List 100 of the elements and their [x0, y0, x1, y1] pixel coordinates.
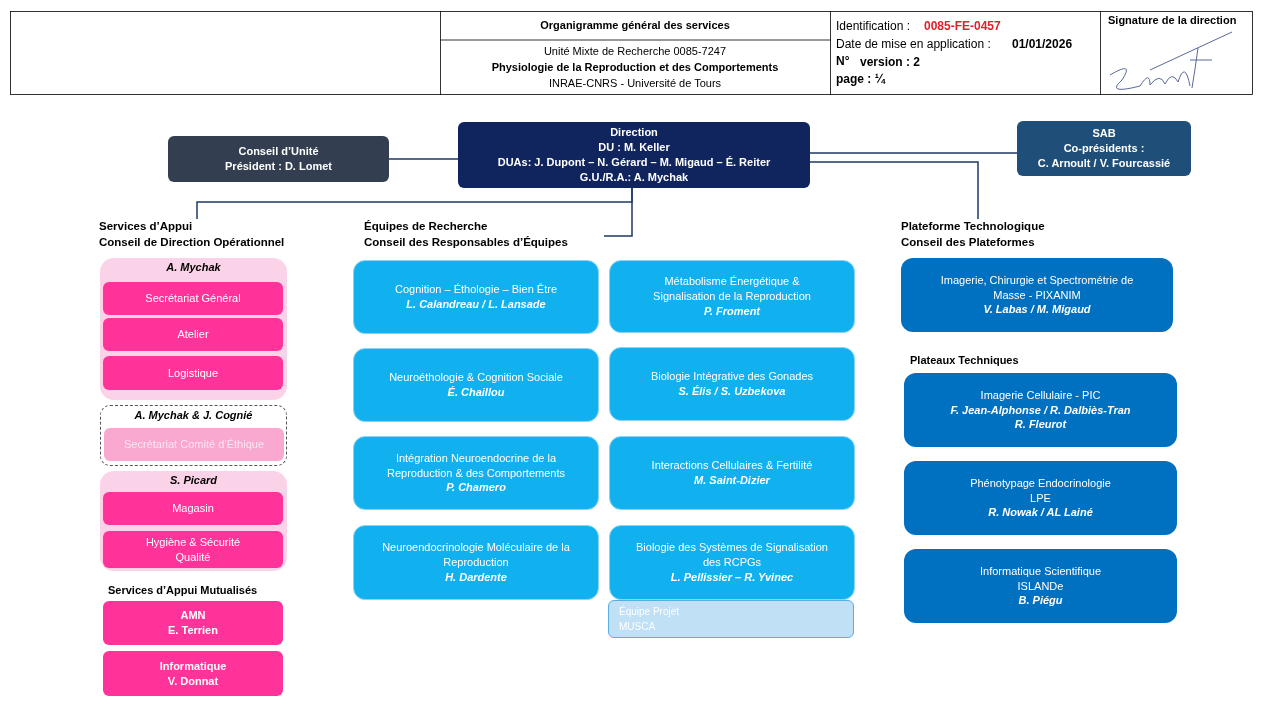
connector-line [809, 152, 1018, 154]
box-text: DU : M. Keller [598, 140, 670, 155]
person-name: F. Jean-Alphonse / R. Dalbiès-Tran [950, 402, 1131, 418]
box-title: Atelier [177, 327, 209, 342]
council-box [168, 136, 389, 182]
platform-box [904, 461, 1177, 535]
box-title: Informatique [159, 658, 227, 674]
box-title: Intégration Neuroendocrine de la Reproduction & des Comportements [386, 450, 566, 481]
section-heading: Conseil des Plateformes [901, 234, 1035, 250]
project-box [608, 600, 854, 638]
platform-box [901, 258, 1173, 332]
date: 01/01/2026 [1012, 37, 1073, 51]
person-name: B. Piégu [1018, 593, 1063, 609]
team-box [353, 260, 599, 334]
team-box [609, 347, 855, 421]
unit-name: Unité Mixte de Recherche 0085-7247 [542, 45, 728, 57]
institutions: INRAE-CNRS - Université de Tours [547, 77, 723, 89]
person-name: É. Chaillou [447, 385, 505, 400]
section-heading: Conseil de Direction Opérationnel [99, 234, 285, 250]
connector-line [603, 187, 633, 237]
field-label: Date de mise en application : [836, 37, 991, 51]
box-title: Informatique Scientifique [979, 563, 1102, 579]
person-name: V. Labas / M. Migaud [983, 302, 1091, 318]
person-name: P. Froment [704, 303, 760, 319]
box-title: Hygiène & Sécurité Qualité [144, 534, 242, 565]
box-title: Logistique [167, 365, 219, 381]
box-text: G.U./R.A.: A. Mychak [579, 169, 689, 185]
box-title: Interactions Cellulaires & Fertilité [651, 458, 813, 473]
service-box [103, 318, 283, 351]
box-text: ISLANDe [1017, 578, 1064, 594]
box-title: SAB [1092, 126, 1116, 142]
box-title: Secrétariat Général [145, 291, 241, 306]
box-title: Imagerie, Chirurgie et Spectrométrie de Masse - PIXANIM [939, 272, 1135, 303]
field-label: Signature de la direction [1108, 14, 1238, 26]
platform-box [904, 373, 1177, 447]
box-title: Métabolisme Énergétique & Signalisation de la Reproduction [652, 274, 812, 304]
identifier: 0085-FE-0457 [924, 19, 1001, 33]
box-title: Biologie des Systèmes de Signalisation des RCPGs [635, 540, 829, 570]
box-text: Co-présidents : [1063, 141, 1145, 156]
team-box [609, 436, 855, 510]
box-title: Imagerie Cellulaire - PIC [980, 387, 1101, 403]
box-title: Magasin [172, 501, 214, 516]
person-name: L. Calandreau / L. Lansade [406, 297, 546, 312]
group-panel [100, 258, 287, 400]
person-name: R. Fleurot [1014, 417, 1067, 433]
group-leader: S. Picard [169, 473, 218, 488]
document-title: Organigramme général des services [539, 19, 731, 31]
person-name: R. Nowak / AL Lainé [988, 505, 1093, 521]
box-title: Équipe Projet MUSCA [619, 604, 681, 634]
field-label: N° [836, 54, 850, 68]
direction-box [458, 122, 810, 188]
section-heading: Conseil des Responsables d’Équipes [364, 234, 568, 250]
version: version : 2 [860, 55, 921, 69]
connector-line [809, 161, 979, 220]
section-heading: Plateforme Technologique [901, 219, 1045, 234]
section-heading: Équipes de Recherche [364, 219, 488, 234]
box-text: DUAs: J. Dupont – N. Gérard – M. Migaud – É. Reiter [497, 155, 771, 170]
platform-box [904, 549, 1177, 623]
service-box [103, 492, 283, 525]
lab-name: Physiologie de la Reproduction et des Comportements [490, 61, 780, 73]
box-title: Secrétariat Comité d’Éthique [124, 437, 264, 452]
box-title: Neuroéthologie & Cognition Sociale [389, 370, 563, 385]
box-title: Cognition – Éthologie – Bien Être [394, 282, 558, 297]
team-box [353, 348, 599, 422]
group-leader: A. Mychak & J. Cognié [134, 408, 253, 423]
connector-line [388, 158, 459, 160]
box-title: Phénotypage Endocrinologie [970, 475, 1111, 491]
service-box [103, 356, 283, 390]
person-name: M. Saint-Dizier [694, 473, 770, 488]
service-box [103, 531, 283, 568]
group-panel [100, 471, 287, 571]
service-box [104, 428, 284, 461]
person-name: P. Chamero [446, 480, 506, 496]
box-title: Biologie Intégrative des Gonades [650, 369, 814, 384]
person-name: H. Dardente [445, 569, 507, 585]
box-title: Conseil d’Unité [238, 144, 319, 159]
team-box [609, 525, 855, 600]
team-box [353, 525, 599, 600]
section-heading: Plateaux Techniques [910, 354, 1019, 366]
group-leader: A. Mychak [166, 260, 221, 275]
box-text: C. Arnoult / V. Fourcassié [1037, 155, 1171, 171]
box-title: AMN [180, 608, 206, 623]
group-panel [100, 405, 287, 466]
box-text: Président : D. Lomet [225, 159, 332, 174]
committee-box [1017, 121, 1191, 176]
team-box [353, 436, 599, 510]
section-heading: Services d’Appui [99, 219, 193, 234]
field-label: Identification : [836, 19, 911, 33]
person-name: L. Pellissier – R. Yvinec [670, 569, 794, 585]
box-title: Direction [610, 125, 658, 141]
box-title: Neuroendocrinologie Moléculaire de la Reproduction [381, 540, 571, 570]
section-heading: Services d’Appui Mutualisés [108, 584, 258, 596]
service-box [103, 282, 283, 315]
team-box [609, 260, 855, 333]
person-name: E. Terrien [168, 623, 218, 638]
person-name: S. Élis / S. Uzbekova [678, 384, 786, 399]
service-box [103, 601, 283, 645]
person-name: V. Donnat [167, 673, 219, 689]
service-box [103, 651, 283, 696]
box-text: LPE [1030, 490, 1051, 506]
